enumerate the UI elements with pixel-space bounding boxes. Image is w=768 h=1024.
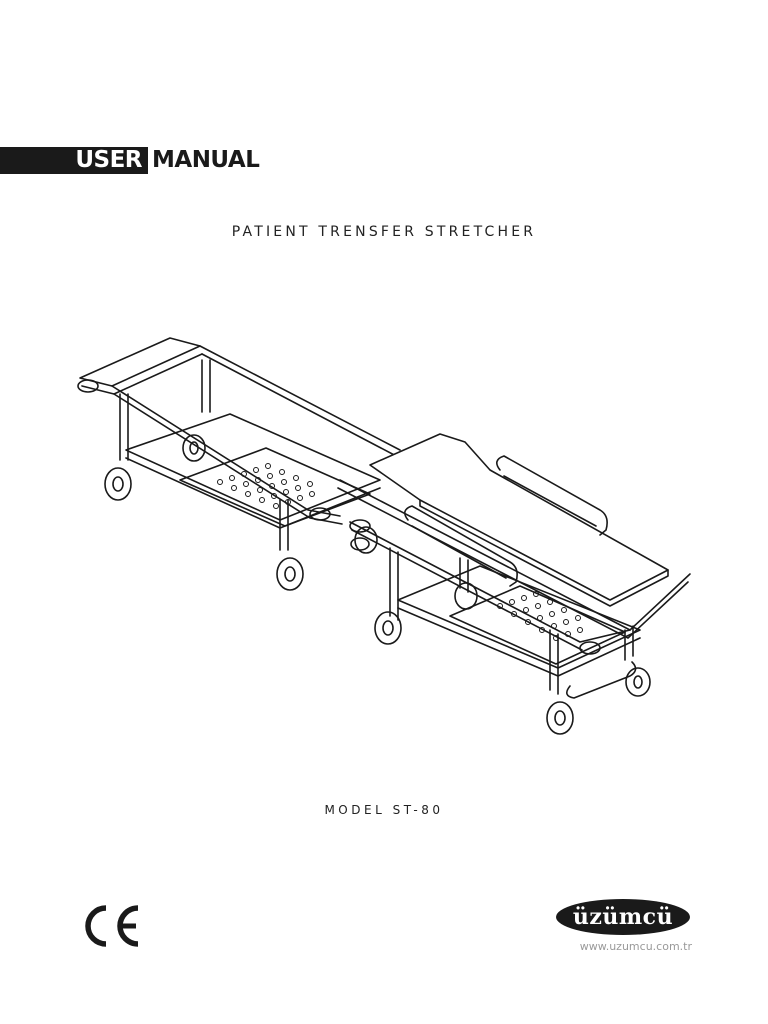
title-user: USER xyxy=(75,147,142,173)
ce-mark-icon xyxy=(85,905,139,947)
product-name: PATIENT TRENSFER STRETCHER xyxy=(231,224,537,240)
website-url[interactable]: www.uzumcu.com.tr xyxy=(579,940,692,953)
brand-logo-oval xyxy=(556,899,690,935)
left-stretcher xyxy=(77,337,401,591)
brand-name: üzümcü xyxy=(572,904,674,930)
stretcher-illustration xyxy=(77,337,691,735)
model-number: MODEL ST-80 xyxy=(324,803,444,817)
title-manual: MANUAL xyxy=(152,147,260,173)
right-stretcher xyxy=(337,433,691,735)
title-bar: USER xyxy=(0,147,148,174)
